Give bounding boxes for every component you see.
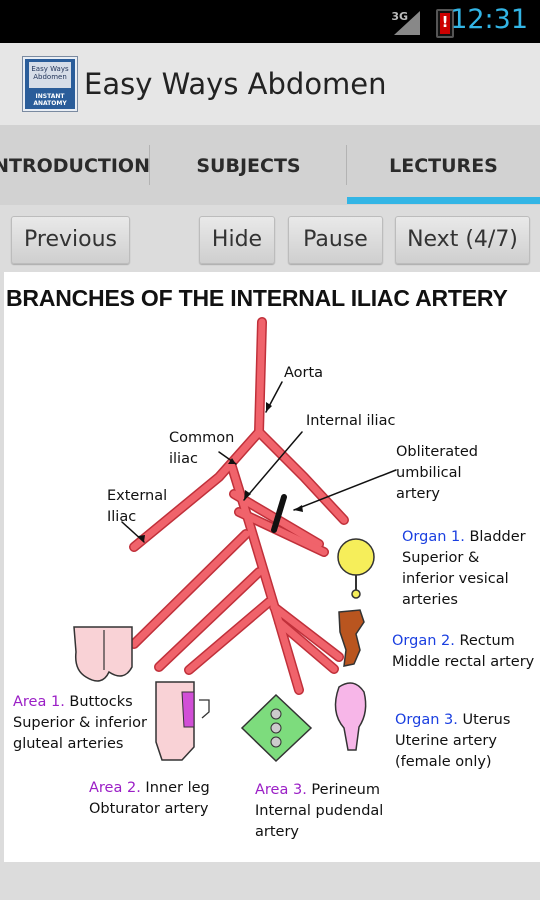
label-common-iliac: Common iliac: [169, 430, 235, 467]
app-logo-band: INSTANT ANATOMY: [33, 93, 67, 107]
app-logo-text: Easy Ways Abdomen: [29, 62, 71, 88]
bladder-icon: [337, 538, 375, 599]
hide-button[interactable]: Hide: [199, 216, 275, 264]
tab-divider: [346, 145, 347, 185]
app-title: Easy Ways Abdomen: [84, 67, 387, 101]
label-area-buttocks: Area 1. Buttocks Superior & inferior glu…: [13, 694, 147, 752]
pause-button[interactable]: Pause: [288, 216, 383, 264]
status-time: 12:31: [450, 4, 528, 35]
buttocks-icon: [73, 626, 133, 682]
inner-leg-icon: [155, 681, 210, 761]
label-external-iliac: External Iliac: [107, 488, 168, 525]
tab-subjects-label: SUBJECTS: [196, 155, 301, 177]
tab-lectures-label: LECTURES: [389, 155, 498, 177]
lecture-controls: Previous Hide Pause Next (4/7): [0, 205, 540, 272]
label-obliterated-umbilical: Obliterated umbilical artery: [396, 444, 478, 502]
tab-divider: [149, 145, 150, 185]
selected-tab-indicator: [347, 197, 540, 204]
tab-bar: INTRODUCTION SUBJECTS LECTURES: [0, 125, 540, 205]
battery-alert-icon: !: [436, 9, 454, 38]
tab-lectures[interactable]: LECTURES: [347, 125, 540, 205]
diagram-title: BRANCHES OF THE INTERNAL ILIAC ARTERY: [6, 285, 508, 311]
label-area-perineum: Area 3. Perineum Internal pudendal arter…: [255, 782, 384, 840]
tab-subjects[interactable]: SUBJECTS: [150, 125, 347, 205]
label-area-inner-leg: Area 2. Inner leg Obturator artery: [89, 780, 210, 817]
uterus-icon: [334, 682, 367, 751]
lecture-slide: BRANCHES OF THE INTERNAL ILIAC ARTERY Ao…: [4, 272, 540, 862]
app-logo-icon[interactable]: Easy Ways Abdomen INSTANT ANATOMY: [22, 56, 78, 112]
label-organ-uterus: Organ 3. Uterus Uterine artery (female o…: [395, 712, 511, 770]
rectum-icon: [338, 609, 365, 667]
perineum-icon: [240, 693, 313, 763]
label-organ-rectum: Organ 2. Rectum Middle rectal artery: [392, 633, 535, 670]
label-organ-bladder: Organ 1. Bladder Superior & inferior ves…: [402, 529, 526, 608]
action-bar: Easy Ways Abdomen INSTANT ANATOMY Easy W…: [0, 43, 540, 126]
label-internal-iliac: Internal iliac: [306, 413, 396, 429]
tab-introduction-label: INTRODUCTION: [0, 155, 150, 177]
tab-introduction[interactable]: INTRODUCTION: [0, 125, 150, 205]
previous-button[interactable]: Previous: [11, 216, 130, 264]
next-button[interactable]: Next (4/7): [395, 216, 530, 264]
signal-icon: [394, 11, 420, 35]
status-bar: 3G ! 12:31: [0, 0, 540, 43]
artery-diagram: [73, 317, 397, 763]
label-aorta: Aorta: [284, 365, 324, 381]
